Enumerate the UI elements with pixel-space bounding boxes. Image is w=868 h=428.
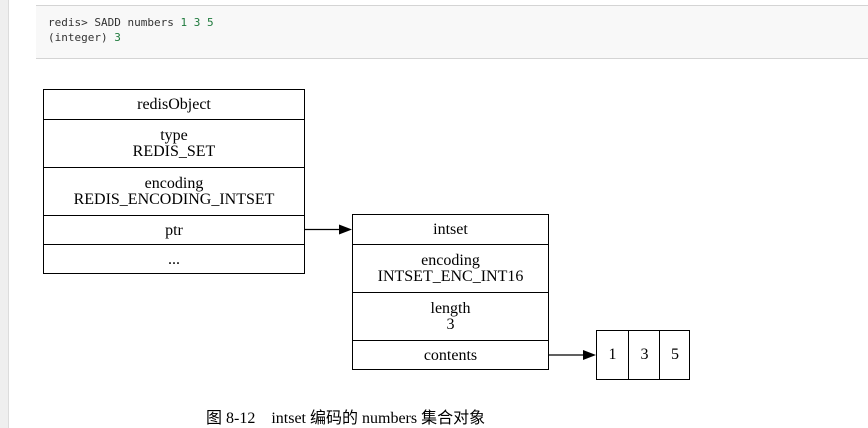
intset-length-value: 3 xyxy=(446,316,455,333)
contents-array: 1 3 5 xyxy=(596,330,690,380)
left-margin-strip xyxy=(0,0,9,428)
array-cell: 5 xyxy=(659,331,690,379)
redis-object-title: redisObject xyxy=(44,90,304,119)
type-value: REDIS_SET xyxy=(132,143,216,160)
code-block: redis> SADD numbers 1 3 5 (integer) 3 xyxy=(36,5,868,59)
array-cell-value: 3 xyxy=(640,346,649,363)
intset-title-text: intset xyxy=(433,220,468,238)
array-cell-value: 1 xyxy=(608,346,617,363)
intset-encoding-value: INTSET_ENC_INT16 xyxy=(377,268,524,285)
code-line-result: (integer) 3 xyxy=(48,30,868,45)
intset-length-field: length 3 xyxy=(353,292,548,341)
intset-contents-field: contents xyxy=(353,340,548,370)
array-cell: 3 xyxy=(628,331,660,379)
redis-object-encoding-field: encoding REDIS_ENCODING_INTSET xyxy=(44,167,304,216)
array-cell-value: 5 xyxy=(671,346,679,363)
result-value: 3 xyxy=(114,31,121,44)
redis-object-ellipsis-field: ... xyxy=(44,244,304,274)
redis-object-box: redisObject type REDIS_SET encoding REDI… xyxy=(43,89,305,274)
intset-title: intset xyxy=(353,215,548,244)
intset-box: intset encoding INTSET_ENC_INT16 length … xyxy=(352,214,549,370)
redis-object-ptr-field: ptr xyxy=(44,215,304,245)
ptr-to-intset-arrow xyxy=(305,224,352,235)
intset-contents-label: contents xyxy=(423,346,478,364)
encoding-value: REDIS_ENCODING_INTSET xyxy=(73,191,275,208)
ellipsis-text: ... xyxy=(168,250,180,268)
contents-to-array-arrow xyxy=(549,350,596,360)
ptr-label: ptr xyxy=(165,221,183,239)
intset-length-label: length xyxy=(430,300,471,317)
array-cell: 1 xyxy=(597,331,628,379)
encoding-label: encoding xyxy=(144,175,204,192)
code-line-command: redis> SADD numbers 1 3 5 xyxy=(48,15,868,30)
intset-encoding-label: encoding xyxy=(421,252,480,269)
command-args: 1 3 5 xyxy=(180,16,214,29)
intset-encoding-field: encoding INTSET_ENC_INT16 xyxy=(353,244,548,293)
redis-object-title-text: redisObject xyxy=(137,95,211,113)
type-label: type xyxy=(160,127,188,144)
command-text: redis> SADD numbers xyxy=(48,16,181,29)
redis-object-type-field: type REDIS_SET xyxy=(44,119,304,168)
result-prefix: (integer) xyxy=(48,31,115,44)
figure-caption: 图 8-12 intset 编码的 numbers 集合对象 xyxy=(206,410,486,427)
